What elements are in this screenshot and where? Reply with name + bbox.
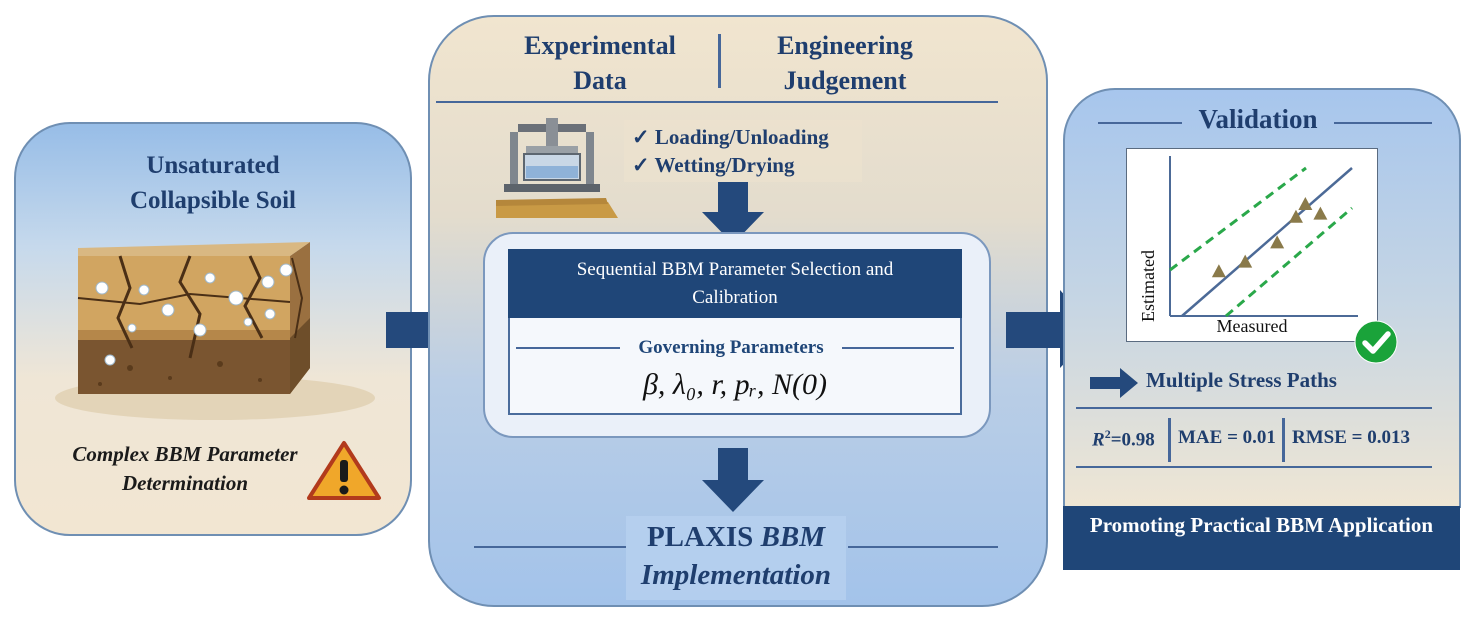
- metric-r2: R2=0.98: [1092, 427, 1155, 451]
- plaxis-heading: PLAXIS BBM Implementation: [626, 518, 846, 594]
- calibration-title-line1: Sequential BBM Parameter Selection and: [576, 259, 894, 280]
- implementation-label: Implementation: [640, 559, 832, 591]
- metric-r2-symbol: R: [1092, 429, 1105, 451]
- validation-rule-right: [1334, 122, 1432, 124]
- governing-rule-left: [516, 347, 620, 349]
- one-to-one-line: [1181, 167, 1353, 317]
- scatter-point: [1238, 254, 1253, 268]
- metric-r2-sup: 2: [1104, 427, 1111, 441]
- plot-ylabel: Estimated: [1138, 250, 1158, 322]
- metric-divider-1: [1168, 418, 1171, 462]
- validation-title: Validation: [1198, 104, 1318, 134]
- governing-parameters-label: Governing Parameters: [638, 337, 824, 358]
- footer-banner: Promoting Practical BBM Application: [1063, 506, 1460, 570]
- plaxis-bbm-label: BBM: [760, 521, 826, 553]
- metrics-rule-bottom: [1076, 466, 1432, 468]
- calibration-title-line2: Calibration: [692, 287, 778, 308]
- scatter-point: [1211, 264, 1226, 278]
- lower-bound-line: [1225, 206, 1353, 318]
- multiple-stress-paths-label: Multiple Stress Paths: [1146, 368, 1337, 392]
- arrow-down-plaxis-icon: [702, 448, 764, 512]
- footer-label: Promoting Practical BBM Application: [1089, 513, 1434, 537]
- plaxis-label: PLAXIS: [646, 521, 754, 553]
- governing-rule-right: [842, 347, 954, 349]
- caption-line2: Determination: [121, 471, 248, 495]
- scatter-point: [1270, 235, 1285, 249]
- scatter-point: [1288, 209, 1303, 223]
- scatter-point: [1313, 206, 1328, 220]
- soil-caption: Complex BBM Parameter Determination: [30, 440, 340, 498]
- oedometer-apparatus-icon: [496, 118, 618, 218]
- engineering-judgement-heading: Engineering Judgement: [740, 28, 950, 98]
- test-wetting-drying: ✓ Wetting/Drying: [632, 153, 795, 177]
- plaxis-rule-right: [848, 546, 998, 548]
- calibration-title: Sequential BBM Parameter Selection and C…: [508, 249, 962, 318]
- plot-xlabel: Measured: [1216, 316, 1288, 336]
- plaxis-box: [626, 516, 846, 600]
- warning-icon: [307, 441, 381, 500]
- metric-rmse: RMSE = 0.013: [1292, 427, 1410, 448]
- upper-bound-line: [1169, 166, 1307, 272]
- parameters-list: β, λ₀, r, pᵣ, N(0): [642, 368, 828, 401]
- metric-r2-value: =0.98: [1110, 429, 1155, 451]
- check-icon: [1354, 320, 1398, 364]
- experimental-line1: Experimental: [524, 31, 676, 60]
- soil-title: Unsaturated Collapsible Soil: [14, 148, 412, 218]
- tests-list: ✓ Loading/Unloading ✓ Wetting/Drying: [632, 123, 829, 179]
- experimental-line2: Data: [573, 66, 627, 95]
- validation-rule-left: [1098, 122, 1182, 124]
- soil-title-line2: Collapsible Soil: [129, 187, 296, 214]
- engineering-line1: Engineering: [777, 31, 913, 60]
- test-loading-unloading: ✓ Loading/Unloading: [632, 125, 829, 149]
- metric-divider-2: [1282, 418, 1285, 462]
- stress-paths-arrow-icon: [1090, 368, 1138, 398]
- tests-box: [624, 120, 862, 182]
- scatter-point: [1298, 197, 1313, 210]
- header-rule: [436, 101, 998, 103]
- caption-line1: Complex BBM Parameter: [72, 442, 298, 466]
- arrow-down-calibration-icon: [702, 182, 764, 244]
- soil-block-illustration: [55, 242, 375, 420]
- experimental-data-heading: Experimental Data: [500, 28, 700, 98]
- engineering-line2: Judgement: [783, 66, 907, 95]
- soil-title-line1: Unsaturated: [146, 152, 280, 179]
- metrics-rule-top: [1076, 407, 1432, 409]
- metric-mae: MAE = 0.01: [1178, 427, 1276, 448]
- plaxis-rule-left: [474, 546, 626, 548]
- header-divider: [718, 34, 721, 88]
- validation-scatter-plot: [1169, 156, 1358, 318]
